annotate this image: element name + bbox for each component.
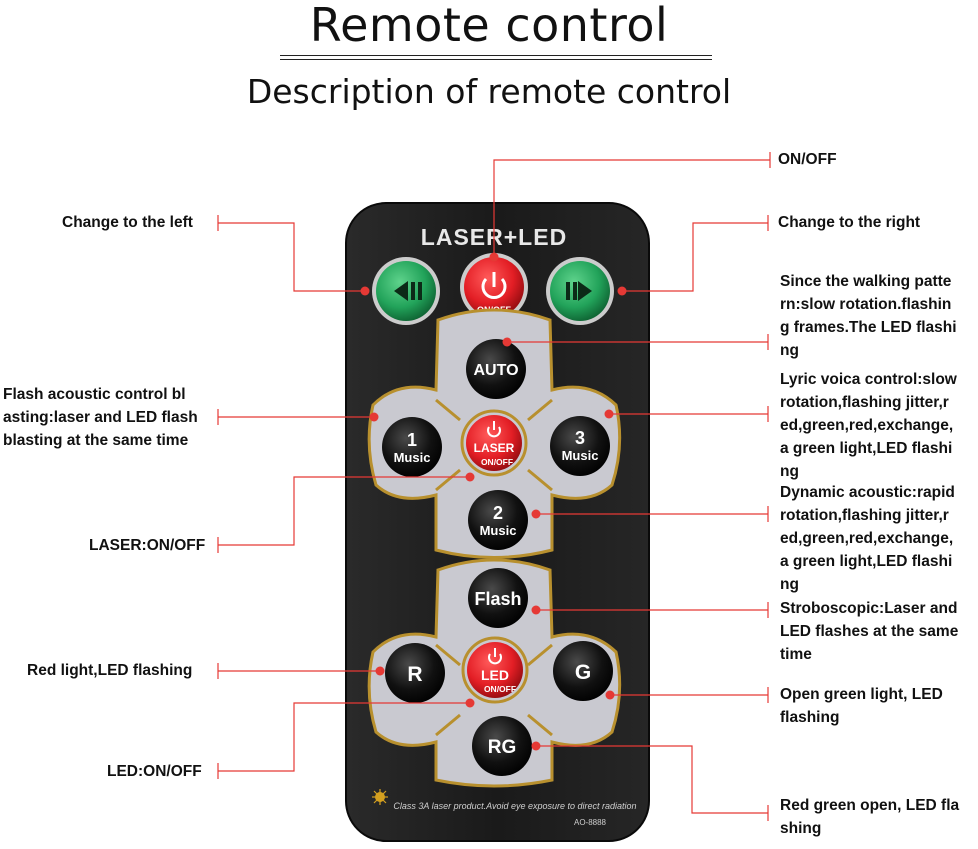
callout-dots [360, 252, 627, 751]
led-label: LED [481, 667, 509, 683]
right-button[interactable] [546, 257, 614, 325]
laser-sub-label: ON/OFF [481, 457, 513, 467]
page-subtitle: Description of remote control [246, 72, 732, 111]
auto-button[interactable]: AUTO [466, 339, 526, 399]
g-label: G [575, 661, 591, 684]
power-icon [488, 653, 502, 665]
led-button[interactable]: LED ON/OFF [461, 636, 529, 704]
callout-lines [217, 152, 771, 821]
auto-label: AUTO [473, 362, 518, 379]
callout-change-right: Change to the right [778, 214, 921, 231]
callout-led-onoff: LED:ON/OFF [107, 763, 202, 780]
chevron-left-icon [394, 281, 408, 301]
music1-number: 1 [407, 430, 417, 450]
left-button[interactable] [372, 257, 440, 325]
callout-laser-onoff: LASER:ON/OFF [89, 537, 206, 554]
title-underline-2 [280, 59, 712, 60]
g-button[interactable]: G [553, 641, 613, 701]
led-sub-label: ON/OFF [484, 684, 516, 694]
music2-button[interactable]: 2 Music [468, 490, 528, 550]
callout-change-left: Change to the left [62, 214, 193, 231]
model-text: AO-8888 [574, 818, 607, 827]
laser-warning-icon [372, 789, 388, 805]
music3-label: Music [562, 448, 599, 463]
chevron-right-icon [578, 281, 592, 301]
r-button[interactable]: R [385, 643, 445, 703]
flash-button[interactable]: Flash [468, 568, 528, 628]
music1-button[interactable]: 1 Music [382, 417, 442, 477]
music3-button[interactable]: 3 Music [550, 416, 610, 476]
power-icon [487, 426, 501, 438]
callout-red-light: Red light,LED flashing [27, 662, 193, 679]
page-title: Remote control [309, 0, 669, 52]
music1-label: Music [394, 450, 431, 465]
music2-number: 2 [493, 503, 503, 523]
laser-label: LASER [474, 441, 515, 455]
rg-button[interactable]: RG [472, 716, 532, 776]
flash-label: Flash [474, 589, 521, 609]
laser-button[interactable]: LASER ON/OFF [460, 409, 528, 477]
rg-label: RG [488, 737, 517, 758]
r-label: R [407, 663, 422, 686]
callout-on-off: ON/OFF [778, 151, 837, 168]
music2-label: Music [480, 523, 517, 538]
warning-text: Class 3A laser product.Avoid eye exposur… [393, 801, 636, 811]
power-icon [481, 277, 507, 299]
music3-number: 3 [575, 428, 585, 448]
title-underline [280, 55, 712, 56]
